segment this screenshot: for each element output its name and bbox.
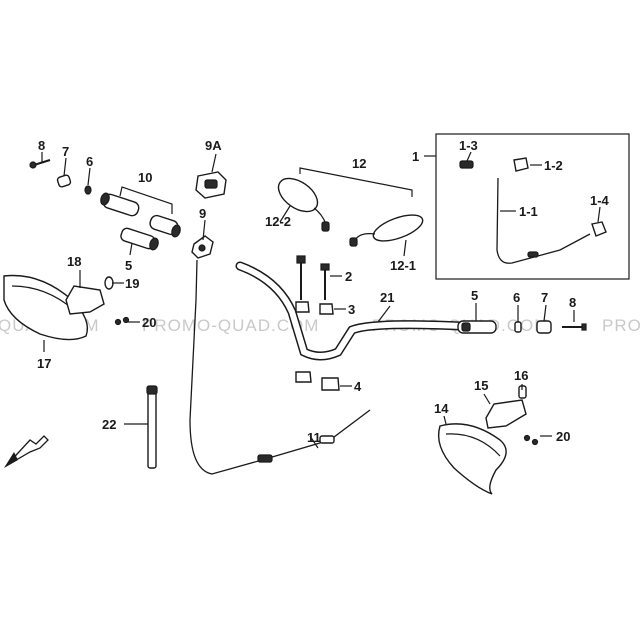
part-21-handlebar bbox=[235, 261, 465, 361]
callout-6-right: 6 bbox=[513, 290, 520, 305]
callout-10: 10 bbox=[138, 170, 152, 185]
part-8-right-screw bbox=[562, 323, 587, 331]
callout-1: 1 bbox=[412, 149, 419, 164]
part-4-lower-clamps bbox=[295, 371, 340, 391]
callout-7-left: 7 bbox=[62, 144, 69, 159]
callout-20-left: 20 bbox=[142, 315, 156, 330]
part-10-grip-right bbox=[149, 214, 181, 238]
part-11-brake-cable bbox=[189, 259, 371, 475]
part-5-left-throttle-sleeve bbox=[120, 227, 159, 251]
callout-1-2: 1-2 bbox=[544, 158, 563, 173]
callout-9: 9 bbox=[199, 206, 206, 221]
part-10-grip-left bbox=[100, 192, 140, 217]
callout-21: 21 bbox=[380, 290, 394, 305]
part-1-3-screw bbox=[459, 160, 474, 169]
leader-lines bbox=[41, 151, 601, 449]
part-22-cable-tie bbox=[146, 385, 158, 469]
callout-5-right: 5 bbox=[471, 288, 478, 303]
part-6-right-washer bbox=[514, 321, 522, 333]
callout-1-1: 1-1 bbox=[519, 204, 538, 219]
part-7-left-bar-end bbox=[56, 174, 72, 188]
assembly-1-box bbox=[435, 133, 630, 280]
part-17-left-light-housing bbox=[3, 274, 89, 341]
part-5-right-throttle-sleeve bbox=[457, 320, 497, 334]
part-2-bolts bbox=[296, 255, 330, 300]
callout-1-4: 1-4 bbox=[590, 193, 610, 208]
part-1-4-clip bbox=[591, 221, 607, 237]
callout-8-left: 8 bbox=[38, 138, 45, 153]
callout-19: 19 bbox=[125, 276, 139, 291]
callout-16: 16 bbox=[514, 368, 528, 383]
part-3-upper-clamps bbox=[295, 301, 334, 315]
callout-22: 22 bbox=[102, 417, 116, 432]
part-8-left-screw bbox=[29, 159, 51, 169]
callout-7-right: 7 bbox=[541, 290, 548, 305]
callout-14: 14 bbox=[434, 401, 449, 416]
part-15-light-bracket bbox=[485, 399, 527, 429]
callout-9a: 9A bbox=[205, 138, 222, 153]
part-1-1-throttle-cable bbox=[496, 177, 591, 264]
part-18-light-bracket bbox=[65, 285, 105, 315]
part-12-2-left-mirror bbox=[277, 177, 330, 232]
part-20-left-screws bbox=[114, 316, 130, 326]
part-6-left-washer bbox=[84, 185, 92, 195]
callout-12: 12 bbox=[352, 156, 366, 171]
callout-bracket-12 bbox=[299, 167, 413, 197]
callout-15: 15 bbox=[474, 378, 488, 393]
callout-12-2: 12-2 bbox=[265, 214, 291, 229]
callout-2: 2 bbox=[345, 269, 352, 284]
part-12-1-right-mirror bbox=[349, 214, 424, 247]
part-20-right-screws bbox=[523, 434, 539, 446]
part-9a-switch-housing bbox=[195, 171, 227, 199]
direction-arrow-icon bbox=[4, 435, 49, 468]
watermark-right: PRO bbox=[602, 316, 642, 335]
callout-8-right: 8 bbox=[569, 295, 576, 310]
callout-11: 11 bbox=[307, 430, 321, 445]
callout-5-left: 5 bbox=[125, 258, 132, 273]
callout-20-right: 20 bbox=[556, 429, 570, 444]
callout-bracket-10 bbox=[119, 186, 173, 214]
watermark-center-left: PROMO-QUAD.COM bbox=[142, 316, 319, 335]
callout-17: 17 bbox=[37, 356, 51, 371]
part-19-grommet bbox=[104, 276, 114, 290]
part-9-lever-bracket bbox=[191, 235, 214, 259]
callout-4: 4 bbox=[354, 379, 362, 394]
part-14-right-light-housing bbox=[437, 423, 507, 495]
part-1-2-cap bbox=[513, 157, 529, 172]
part-7-right-bar-end bbox=[536, 320, 552, 334]
callout-12-1: 12-1 bbox=[390, 258, 416, 273]
callout-6-left: 6 bbox=[86, 154, 93, 169]
callout-3: 3 bbox=[348, 302, 355, 317]
callout-18: 18 bbox=[67, 254, 81, 269]
callout-1-3: 1-3 bbox=[459, 138, 478, 153]
